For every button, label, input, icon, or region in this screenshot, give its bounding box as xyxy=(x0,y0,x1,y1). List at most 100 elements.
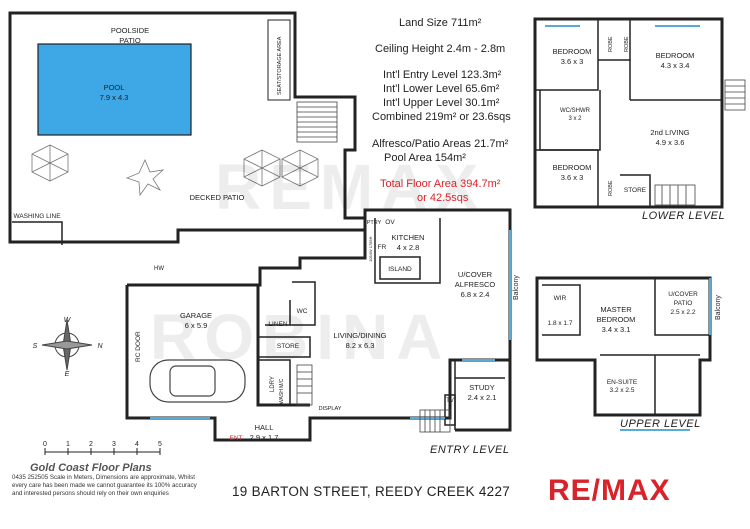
stairs-lower xyxy=(654,79,746,206)
upper-level-title: UPPER LEVEL xyxy=(620,418,701,430)
scale-2: 2 xyxy=(89,441,93,448)
hw-label: HW xyxy=(154,266,164,272)
ptry-label: PTRY xyxy=(367,220,382,226)
wcshwr-label: WC/SHWR xyxy=(560,108,591,114)
washing-line xyxy=(12,221,63,245)
bedroom-2-label: BEDROOM xyxy=(656,51,695,60)
ensuite-label: EN-SUITE xyxy=(607,379,638,386)
compass-s: S xyxy=(33,343,38,350)
bedroom-1-label: BEDROOM xyxy=(553,47,592,56)
scale-bar xyxy=(44,448,161,455)
garage-label: GARAGE xyxy=(180,311,212,320)
pool-area: Pool Area 154m² xyxy=(384,152,466,164)
umbrella-icon xyxy=(31,144,319,187)
pool-dim: 7.9 x 4.3 xyxy=(100,93,129,102)
property-address: 19 BARTON STREET, REEDY CREEK 4227 xyxy=(232,484,511,499)
poolside-label: POOLSIDE xyxy=(111,26,149,35)
upper-area: Int'l Upper Level 30.1m² xyxy=(383,97,500,109)
living-label: LIVING/DINING xyxy=(334,331,387,340)
ceiling-height: Ceiling Height 2.4m - 2.8m xyxy=(375,43,506,55)
lower-level-inner xyxy=(535,19,722,207)
total-floor-area: Total Floor Area 394.7m² xyxy=(380,178,501,190)
watermark-line1: REMAX xyxy=(215,151,487,223)
ucover2-label: U/COVER xyxy=(668,291,698,298)
stairs-entry xyxy=(296,364,451,433)
garage-dim: 6 x 5.9 xyxy=(185,321,208,330)
lower-level-title: LOWER LEVEL xyxy=(642,210,726,222)
balcony2-label: Balcony xyxy=(715,295,722,320)
display-label: DISPLAY xyxy=(319,406,342,412)
kitchen-label: KITCHEN xyxy=(392,233,425,242)
remax-logo: RE/MAX xyxy=(548,474,671,508)
remax-logo-re: RE/ xyxy=(548,474,602,507)
fr-dim-label: 1054W 1785H xyxy=(368,236,373,262)
linen-label: LINEN xyxy=(268,321,287,328)
wc-label: WC xyxy=(297,308,308,315)
total-squares: or 42.5sqs xyxy=(417,192,469,204)
study-label: STUDY xyxy=(469,383,494,392)
fr-label: FR xyxy=(378,244,387,251)
hall-label: HALL xyxy=(255,423,274,432)
bedroom-3-dim: 3.6 x 3 xyxy=(561,173,584,182)
study-dim: 2.4 x 2.1 xyxy=(468,393,497,402)
alfresco-label: ALFRESCO xyxy=(455,280,496,289)
lower-level-walls xyxy=(533,17,724,209)
patio2-dim: 2.5 x 2.2 xyxy=(671,309,696,316)
wir-dim: 1.8 x 1.7 xyxy=(548,320,573,327)
wash-mc-label: WASH M/C xyxy=(279,378,285,404)
living2-dim: 4.9 x 3.6 xyxy=(656,138,685,147)
island-label: ISLAND xyxy=(388,266,412,273)
alfresco-area: Alfresco/Patio Areas 21.7m² xyxy=(372,138,509,150)
robe-3-label: ROBE xyxy=(608,180,614,196)
compass-n: N xyxy=(97,343,103,350)
watermark-line2: ROBINA xyxy=(150,301,451,373)
pool-shape xyxy=(37,43,192,136)
land-size: Land Size 711m² xyxy=(399,17,482,29)
bedroom-1-dim: 3.6 x 3 xyxy=(561,57,584,66)
entry-level-title: ENTRY LEVEL xyxy=(430,444,510,456)
compass-w: W xyxy=(64,317,72,324)
patio-outline xyxy=(8,11,367,244)
entry-level-inner xyxy=(258,218,505,430)
master2-label: BEDROOM xyxy=(597,315,636,324)
rc-door-label: RC DOOR xyxy=(135,331,142,362)
robe-1-label: ROBE xyxy=(608,36,614,52)
scale-1: 1 xyxy=(66,441,70,448)
tv-label: TV xyxy=(446,398,454,404)
decked-patio-label: DECKED PATIO xyxy=(190,193,245,202)
patio2-label: PATIO xyxy=(674,300,693,307)
scale-4: 4 xyxy=(135,441,139,448)
kitchen-dim: 4 x 2.8 xyxy=(397,243,420,252)
wcshwr-dim: 3 x 2 xyxy=(568,116,582,122)
scale-5: 5 xyxy=(158,441,162,448)
disclaimer-text: 0435 252505 Scale in Meters, Dimensions … xyxy=(12,474,197,497)
scale-3: 3 xyxy=(112,441,116,448)
ent-label: ENT xyxy=(230,435,243,442)
wir-label: WIR xyxy=(554,295,567,302)
living-dim: 8.2 x 6.3 xyxy=(346,341,375,350)
ensuite-dim: 3.2 x 2.5 xyxy=(610,387,635,394)
balcony-label: Balcony xyxy=(513,275,520,300)
store-label: STORE xyxy=(277,343,300,350)
alfresco-dim: 6.8 x 2.4 xyxy=(461,290,490,299)
ucover-label: U/COVER xyxy=(458,270,493,279)
lower-area: Int'l Lower Level 65.6m² xyxy=(383,83,500,95)
plant-icon xyxy=(125,159,165,197)
living2-label: 2nd LIVING xyxy=(650,128,689,137)
gold-coast-floor-plans-logo: Gold Coast Floor Plans xyxy=(30,462,152,474)
master-dim: 3.4 x 3.1 xyxy=(602,325,631,334)
seat-storage-area xyxy=(267,19,291,101)
bedroom-3-label: BEDROOM xyxy=(553,163,592,172)
hall-dim: 2.9 x 1.7 xyxy=(250,433,279,442)
master-label: MASTER xyxy=(600,305,632,314)
patio-label: PATIO xyxy=(119,36,141,45)
washing-line-label: WASHING LINE xyxy=(13,213,61,220)
car-icon xyxy=(149,359,246,403)
combined-area: Combined 219m² or 23.6sqs xyxy=(372,111,511,123)
bedroom-2-dim: 4.3 x 3.4 xyxy=(661,61,690,70)
robe-2-label: ROBE xyxy=(624,36,630,52)
remax-logo-max: MAX xyxy=(601,474,671,507)
ldry-label: LDRY xyxy=(270,376,276,392)
upper-level-inner xyxy=(542,278,710,415)
